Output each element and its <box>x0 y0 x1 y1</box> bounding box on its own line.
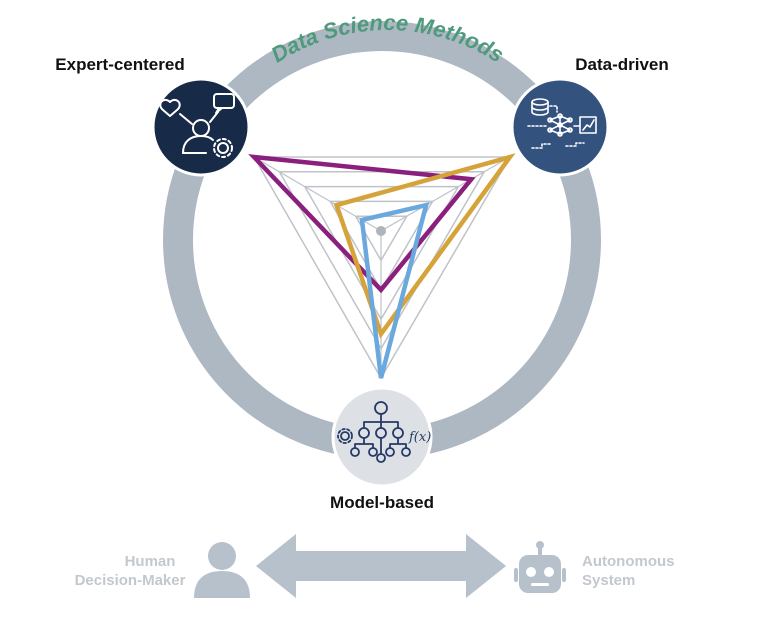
bidirectional-arrow <box>256 534 506 598</box>
radar-grid-level <box>252 156 512 380</box>
node-model-based: f(x) <box>331 386 433 488</box>
radar-center-dot <box>376 226 386 236</box>
radar-grid <box>252 156 512 380</box>
label-data-driven: Data-driven <box>575 55 669 74</box>
radar-axis-data <box>380 156 511 232</box>
autonomous-label-line1: Autonomous <box>582 553 674 570</box>
model-tree-icon <box>337 401 411 463</box>
radar-series-3 <box>359 202 430 379</box>
human-label-line1: Human <box>125 553 176 570</box>
radar-grid-level <box>328 200 434 292</box>
label-expert-centered: Expert-centered <box>55 55 184 74</box>
autonomous-label-line2: System <box>582 572 635 589</box>
node-expert-centered <box>151 77 251 177</box>
robot-icon <box>514 541 566 593</box>
radar-series-1 <box>248 154 476 294</box>
human-label-line2: Decision-Maker <box>75 572 186 589</box>
node-data-driven <box>510 77 610 177</box>
fx-symbol: f(x) <box>408 430 431 445</box>
person-icon <box>194 542 250 598</box>
label-model-based: Model-based <box>330 493 434 512</box>
radar-series <box>248 153 516 379</box>
data-network-icon <box>527 98 597 149</box>
radar-series-2 <box>333 153 516 339</box>
expert-person-icon <box>159 93 235 158</box>
